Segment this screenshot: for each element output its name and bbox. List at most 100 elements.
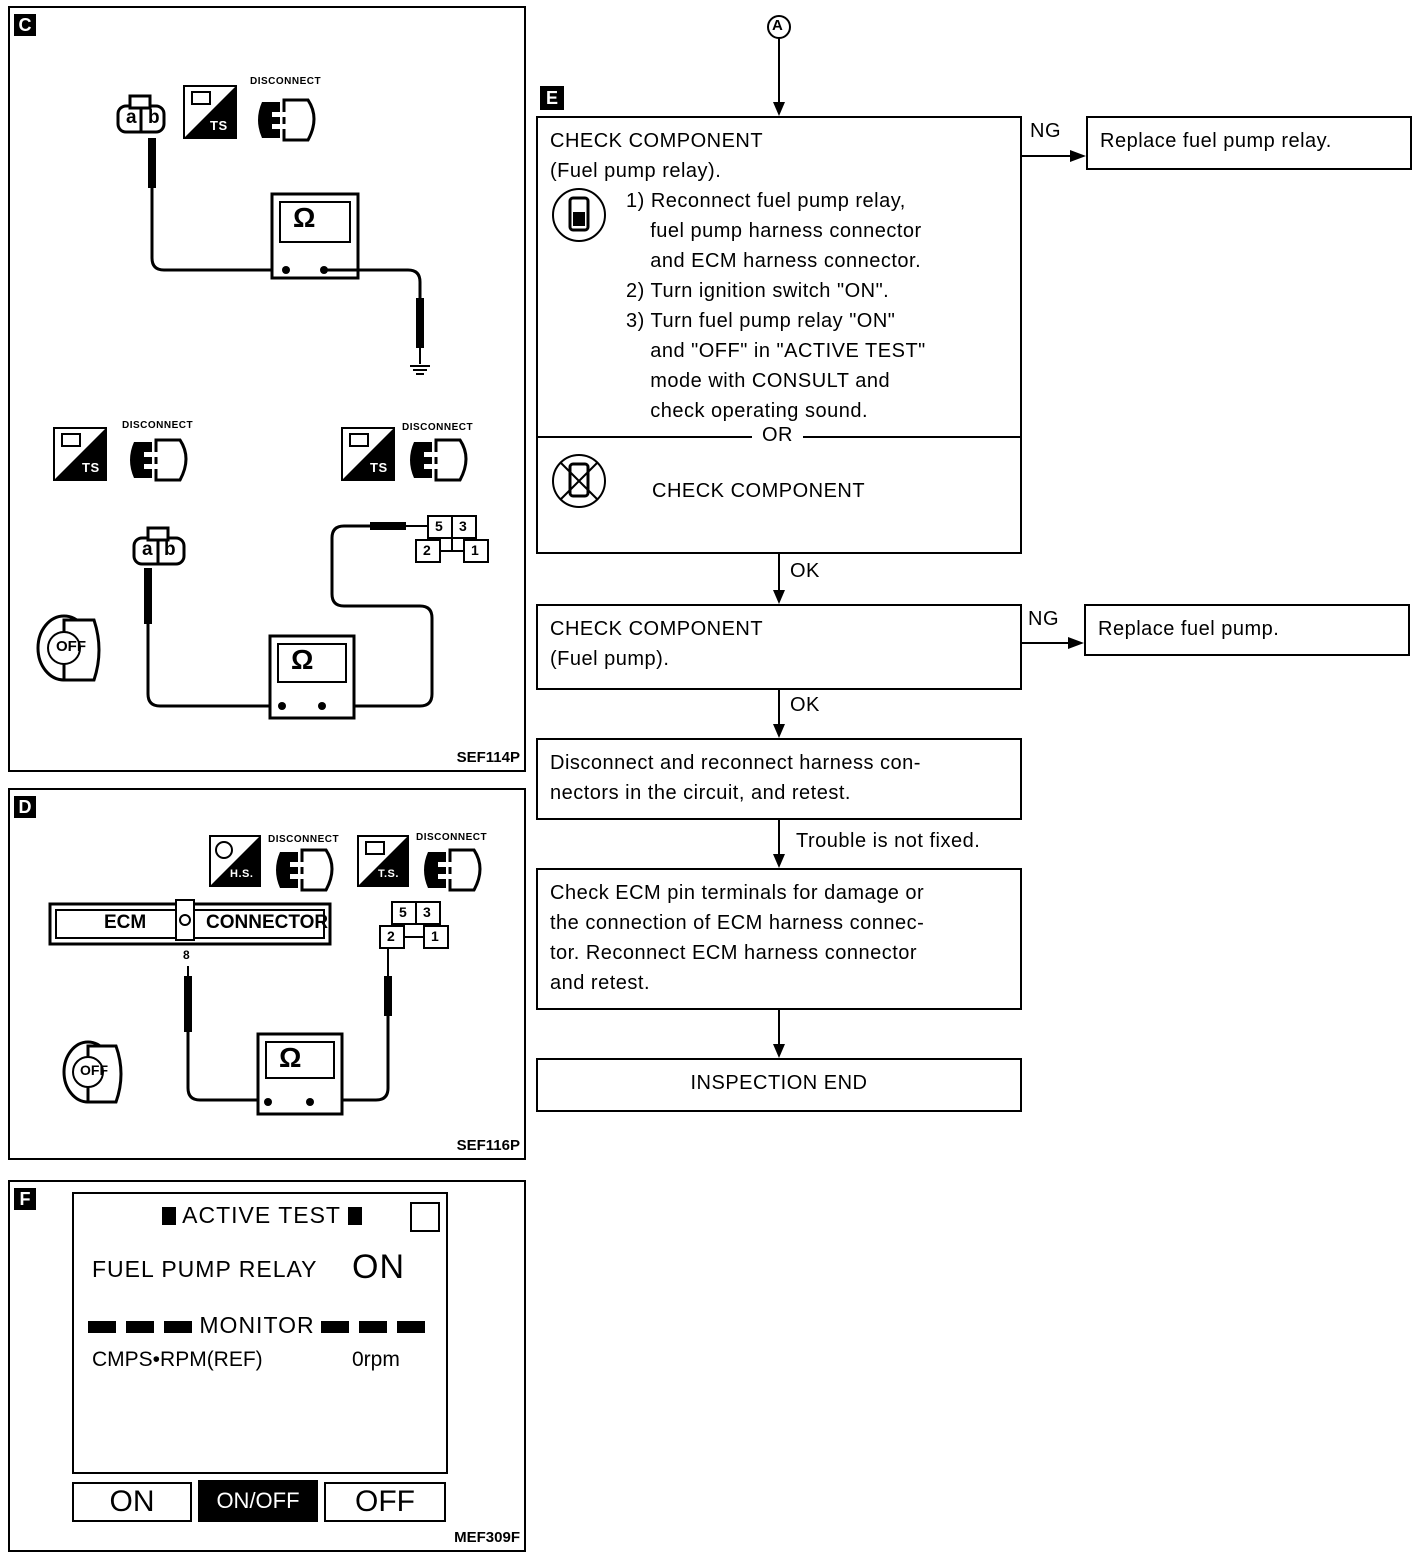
probe-lead <box>144 568 278 708</box>
flow-arrow <box>773 818 785 868</box>
result-2: Replace fuel pump. <box>1098 618 1280 640</box>
title-marker-icon <box>162 1207 177 1225</box>
screen-title: ACTIVE TEST <box>182 1202 341 1228</box>
check-fuel-pump-box: CHECK COMPONENT (Fuel pump). <box>536 604 1022 690</box>
ground-lead <box>326 268 430 375</box>
hs-label: H.S. <box>230 868 254 880</box>
disconnect-label: DISCONNECT <box>402 422 474 433</box>
ecm-connector <box>48 899 332 946</box>
panel-c-code: SEF114P <box>456 749 520 766</box>
box4-text: Check ECM pin terminals for damage or th… <box>550 882 925 994</box>
ohm-symbol: Ω <box>279 1042 302 1073</box>
ts-label: T.S. <box>378 868 399 880</box>
relay-pin-5: 5 <box>399 904 407 920</box>
relay-pin-3: 3 <box>459 518 467 534</box>
ignition-key-off-icon <box>62 1040 123 1104</box>
consult-screen: ACTIVE TEST FUEL PUMP RELAY ON MONITOR C… <box>72 1192 448 1474</box>
ecm-pin-number: 8 <box>183 948 190 962</box>
ok-label-1: OK <box>790 560 820 582</box>
ts-icon <box>183 85 237 139</box>
ts-icon <box>341 427 395 481</box>
disconnect-connector-icon <box>424 848 482 892</box>
monitor-label: MONITOR <box>199 1312 315 1338</box>
connector-pin-b: b <box>148 107 160 128</box>
panel-d-drawing <box>48 835 482 1116</box>
panel-c-tag: C <box>14 14 36 36</box>
panel-d-code: SEF116P <box>456 1137 520 1154</box>
on-button[interactable]: ON <box>72 1482 192 1522</box>
disconnect-connector-icon <box>258 98 316 142</box>
panel-d-tag: D <box>14 796 36 818</box>
panel-c-drawing <box>36 85 489 720</box>
ts-label: TS <box>82 460 100 475</box>
ohm-symbol: Ω <box>293 202 316 233</box>
probe-lead <box>148 138 278 272</box>
ts-icon <box>357 835 409 887</box>
box1-title: CHECK COMPONENT (Fuel pump relay). <box>550 130 764 182</box>
hs-icon <box>209 835 261 887</box>
panel-f: F ACTIVE TEST FUEL PUMP RELAY ON MONITOR… <box>8 1180 526 1552</box>
monitor-item: CMPS•RPM(REF) <box>92 1348 263 1371</box>
box2-text: CHECK COMPONENT (Fuel pump). <box>550 618 764 670</box>
disconnect-label: DISCONNECT <box>268 834 340 845</box>
connector-pin-a: a <box>126 107 137 128</box>
ts-label: TS <box>370 460 388 475</box>
ohm-symbol: Ω <box>291 644 314 675</box>
relay-pin-2: 2 <box>423 542 431 558</box>
box1-alt: CHECK COMPONENT <box>652 480 866 502</box>
item-value: ON <box>352 1248 405 1286</box>
trouble-label: Trouble is not fixed. <box>796 830 981 852</box>
flow-tag-e: E <box>540 86 564 110</box>
end-text: INSPECTION END <box>690 1072 868 1094</box>
result-1: Replace fuel pump relay. <box>1100 130 1332 152</box>
relay-pin-2: 2 <box>387 928 395 944</box>
relay-pin-3: 3 <box>423 904 431 920</box>
ts-label: TS <box>210 118 228 133</box>
monitor-value: 0rpm <box>352 1348 400 1371</box>
panel-d: D <box>8 788 526 1160</box>
flow-arrow <box>773 1008 785 1058</box>
screen-title-row: ACTIVE TEST <box>74 1202 450 1229</box>
print-checkbox[interactable] <box>410 1202 440 1232</box>
inspection-end-box: INSPECTION END <box>536 1058 1022 1112</box>
key-off-label: OFF <box>56 638 86 655</box>
key-off-label: OFF <box>80 1062 108 1078</box>
connector-a-label: A <box>772 17 783 34</box>
connector-pin-a: a <box>142 539 153 560</box>
monitor-divider-right <box>320 1320 426 1333</box>
ohmmeter <box>268 634 356 720</box>
flow-arrow <box>1020 150 1086 162</box>
monitor-divider-left <box>88 1320 193 1333</box>
ok-label-2: OK <box>790 694 820 716</box>
box1-steps: 1) Reconnect fuel pump relay, fuel pump … <box>626 190 926 422</box>
relay-pin-1: 1 <box>431 928 439 944</box>
ohmmeter <box>270 192 360 280</box>
box3-text: Disconnect and reconnect harness con- ne… <box>550 752 921 804</box>
off-button[interactable]: OFF <box>324 1482 446 1522</box>
flow-arrow <box>773 688 785 738</box>
monitor-row: MONITOR <box>88 1312 438 1339</box>
or-label: OR <box>752 424 803 447</box>
connector-ab-icon <box>116 94 166 134</box>
on-off-button[interactable]: ON/OFF <box>198 1480 318 1522</box>
connector-ab-icon <box>132 526 186 566</box>
disconnect-label: DISCONNECT <box>250 76 322 87</box>
replace-fuel-pump-box: Replace fuel pump. <box>1084 604 1410 656</box>
panel-c: C <box>8 6 526 772</box>
ng-label-1: NG <box>1030 120 1061 142</box>
consult-icon <box>552 188 606 242</box>
no-consult-icon <box>552 454 606 508</box>
panel-f-code: MEF309F <box>454 1529 520 1546</box>
item-label: FUEL PUMP RELAY <box>92 1256 318 1282</box>
connector-label: CONNECTOR <box>206 912 329 933</box>
check-fuel-pump-relay-box: CHECK COMPONENT (Fuel pump relay). 1) Re… <box>536 116 1022 554</box>
panel-f-tag: F <box>14 1188 36 1210</box>
probe-lead <box>320 522 434 708</box>
flow-arrow <box>1020 637 1084 649</box>
probe-lead <box>310 948 392 1102</box>
flow-arrow <box>773 552 785 604</box>
ts-icon <box>53 427 107 481</box>
disconnect-connector-icon <box>130 438 188 482</box>
ignition-key-off-icon <box>36 614 101 682</box>
disconnect-connector-icon <box>276 848 334 892</box>
